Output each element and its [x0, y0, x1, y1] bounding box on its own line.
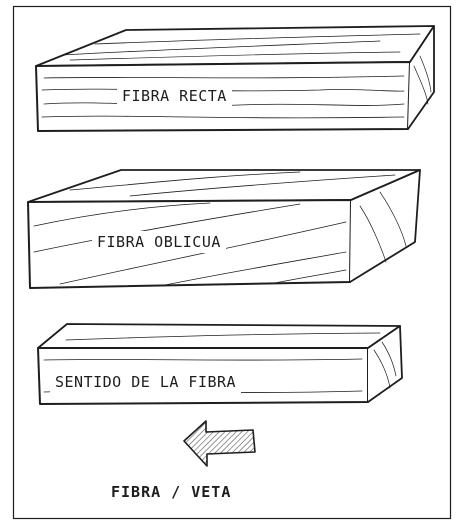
figure-border: [12, 5, 452, 520]
grain-direction-label: SENTIDO DE LA FIBRA: [50, 371, 242, 393]
straight-grain-label: FIBRA RECTA: [117, 85, 232, 107]
straight-grain-block: [35, 25, 435, 132]
arrow-left-icon: [183, 420, 256, 467]
oblique-grain-block: [27, 169, 421, 289]
oblique-grain-label: FIBRA OBLICUA: [92, 231, 226, 253]
figure-caption: FIBRA / VETA: [111, 483, 232, 501]
